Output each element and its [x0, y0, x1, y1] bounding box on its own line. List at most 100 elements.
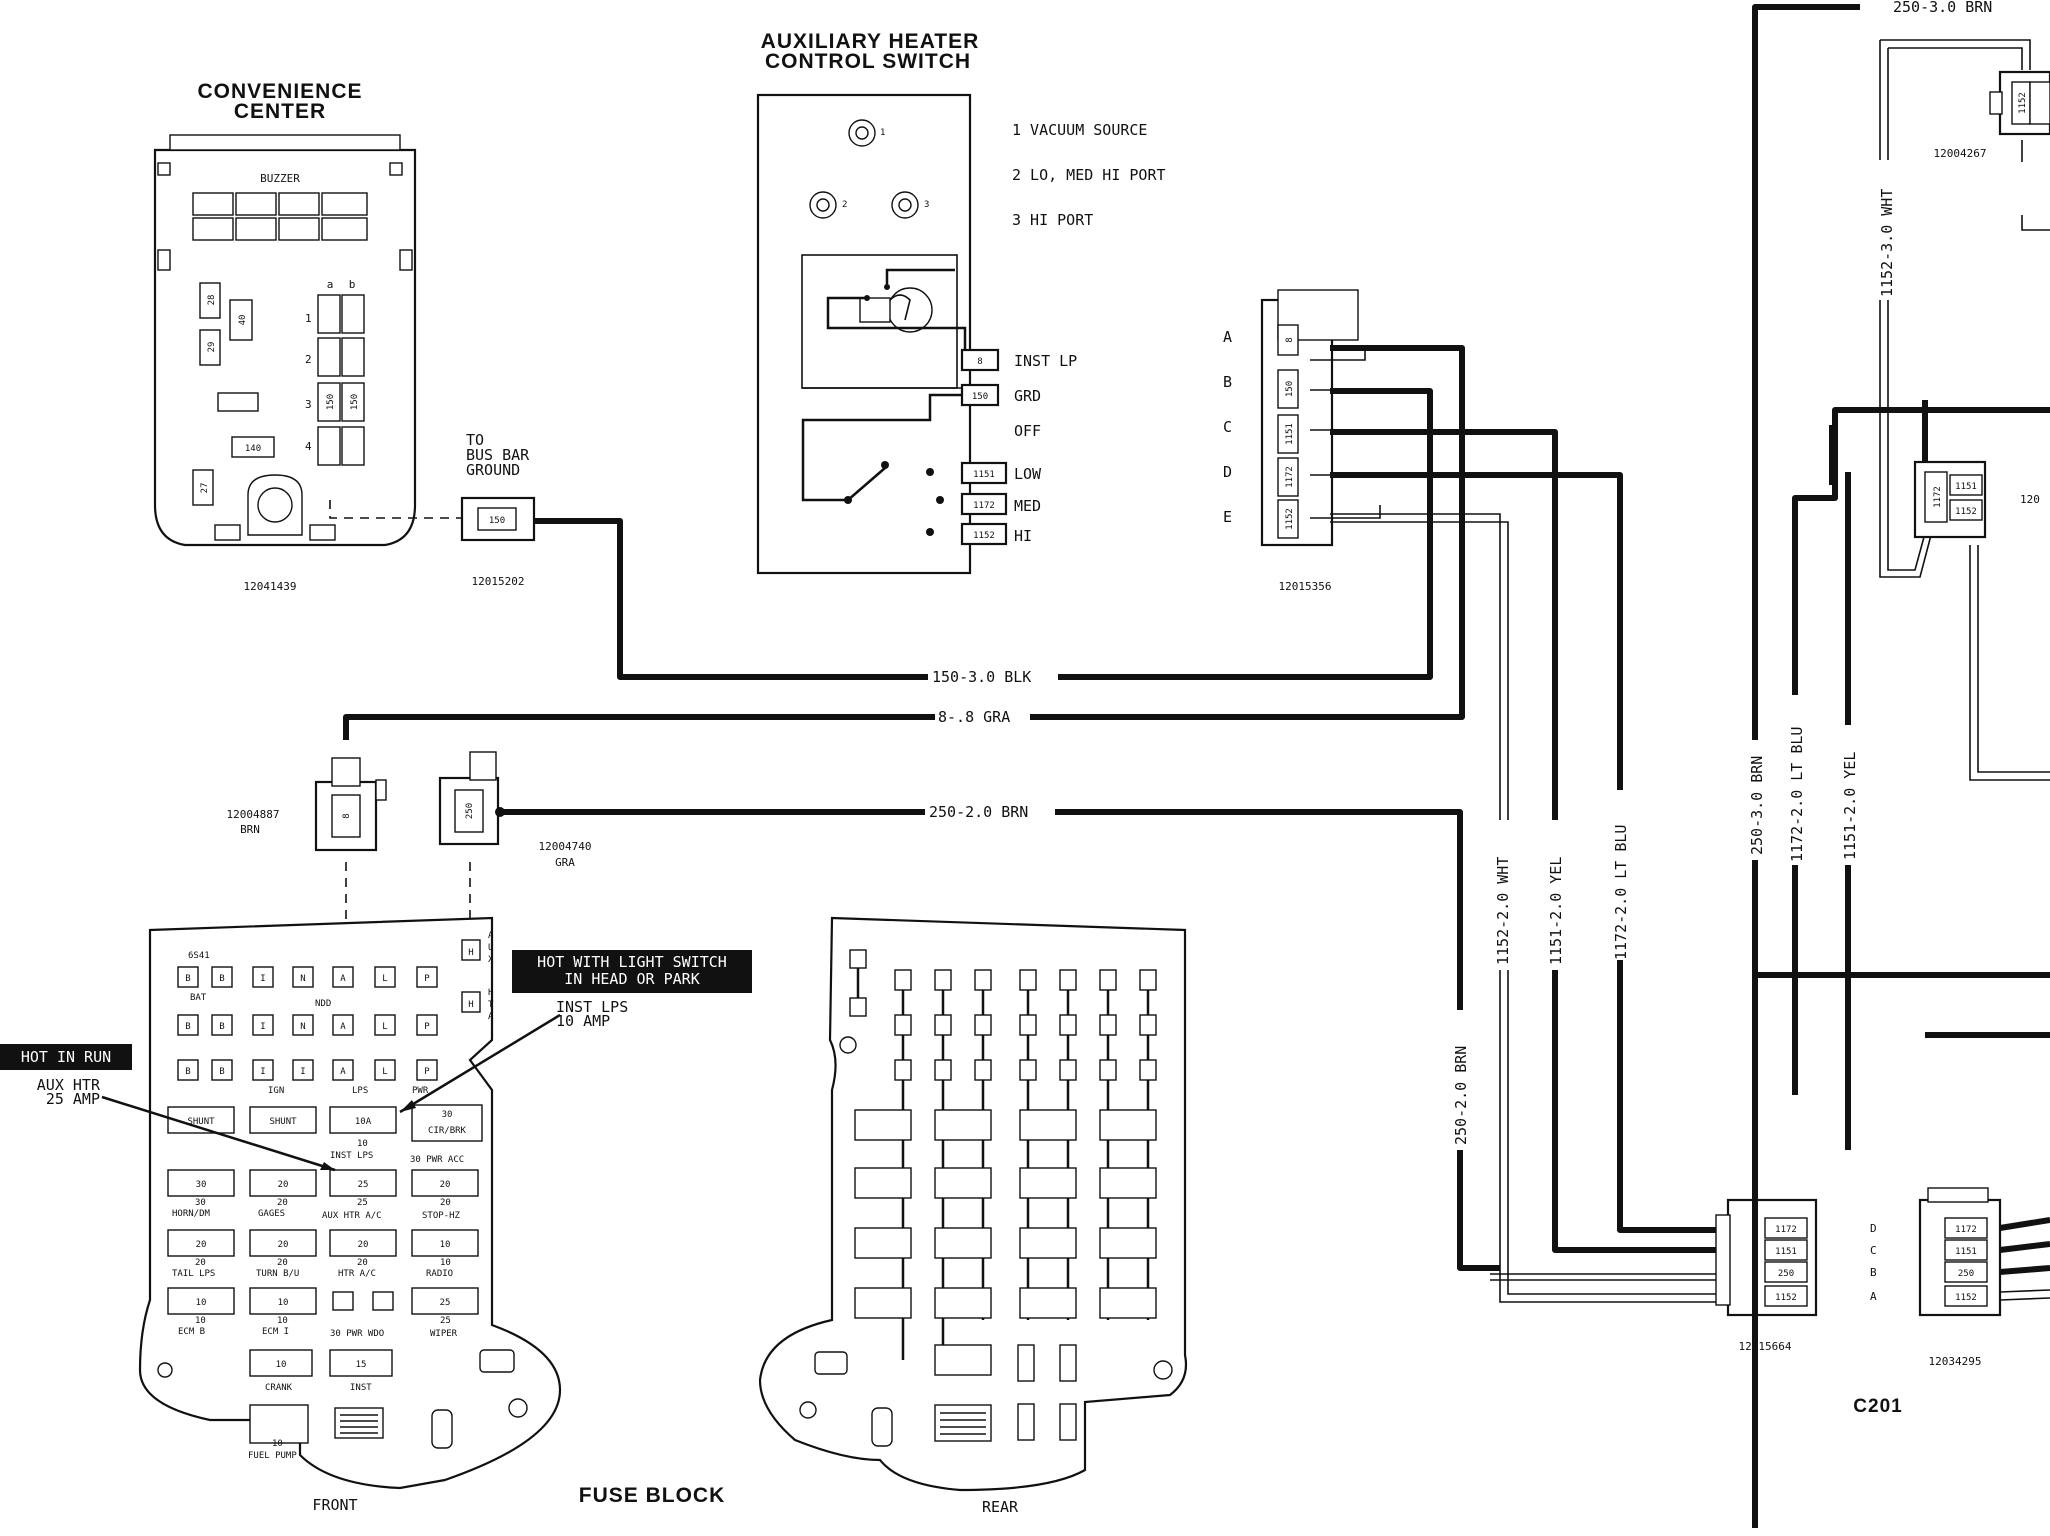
bus-bar-label-3: GROUND [466, 461, 520, 479]
fuse-block-front-outline [138, 916, 562, 1490]
terminal-row-1: B B I N A L P [177, 966, 438, 988]
row-1-label: 1 [305, 312, 312, 325]
lamp-wire [826, 296, 967, 360]
svg-text:20: 20 [440, 1198, 451, 1208]
svg-text:25: 25 [440, 1316, 451, 1326]
terminal-row-3: B B I I A L P [177, 1059, 438, 1081]
bus-bar-label-1: TO [466, 431, 484, 449]
wire-250-join [1490, 1273, 1720, 1281]
bus-bar-ground: TO BUS BAR GROUND 150 12015202 [460, 431, 536, 588]
pin-a-label: A [1223, 328, 1232, 346]
svg-text:A: A [340, 1022, 346, 1032]
terminal-off-label: OFF [1014, 422, 1041, 440]
svg-text:25: 25 [357, 1198, 368, 1208]
svg-text:P: P [424, 1022, 430, 1032]
relay-slot [871, 1407, 893, 1447]
svg-text:B: B [185, 1022, 190, 1032]
bottom-tab [309, 524, 336, 541]
pwr-label: PWR [412, 1086, 429, 1096]
buzzer-grid [192, 192, 368, 241]
label-wire-1152-3-wht: 1152-3.0 WHT [1878, 189, 1896, 297]
fuse-27 [192, 469, 214, 506]
convenience-center: CONVENIENCE CENTER BUZZER 28 40 29 a b 1… [153, 80, 470, 593]
hta-letter-column: H H T A [461, 988, 494, 1022]
port-2-label: 2 [842, 200, 847, 210]
connector-12015664-part-number: 12015664 [1739, 1340, 1792, 1353]
terminal-hi [960, 522, 1008, 546]
svg-text:SHUNT: SHUNT [269, 1117, 297, 1127]
bus-bar-circuit: 150 [489, 516, 505, 526]
svg-text:HORN/DM: HORN/DM [172, 1209, 211, 1219]
svg-text:20: 20 [277, 1258, 288, 1268]
wire-1152-wht [1330, 513, 1720, 1303]
svg-text:FUEL PUMP: FUEL PUMP [248, 1451, 297, 1461]
col-b-label: b [349, 278, 356, 291]
svg-text:10: 10 [440, 1240, 451, 1250]
pin-b-label: B [1223, 373, 1232, 391]
svg-text:20: 20 [195, 1258, 206, 1268]
lps-label: LPS [352, 1086, 368, 1096]
legend-hi-port: 3 HI PORT [1012, 211, 1093, 229]
aux-heater-switch: AUXILIARY HEATER CONTROL SWITCH 1 2 3 1 … [756, 30, 1166, 575]
svg-text:A: A [488, 931, 494, 941]
svg-text:STOP-HZ: STOP-HZ [422, 1211, 461, 1221]
mount-hole [157, 1362, 173, 1378]
buzzer-label: BUZZER [260, 172, 300, 185]
svg-text:10: 10 [357, 1139, 368, 1149]
svg-text:INST: INST [350, 1383, 372, 1393]
svg-text:1172: 1172 [1933, 486, 1943, 508]
callout-hot-in-run: HOT IN RUN AUX HTR 25 AMP [0, 1044, 336, 1172]
ndd-label: NDD [315, 999, 331, 1009]
svg-text:A: A [340, 974, 346, 984]
fuse-140 [231, 436, 275, 458]
relay-40 [229, 299, 253, 341]
label-wire-250-3-brn-top: 250-3.0 BRN [1893, 0, 1992, 16]
mount-hole [1153, 1360, 1173, 1380]
fuse-inst [329, 1349, 393, 1377]
fuse-block-rear: REAR [758, 916, 1188, 1516]
svg-text:INST LPS: INST LPS [330, 1151, 373, 1161]
label-wire-1152-wht: 1152-2.0 WHT [1494, 857, 1512, 965]
mount-tab [389, 162, 403, 176]
connector-12004267-part-number: 12004267 [1934, 147, 1987, 160]
connector-right-mid: 1172 1151 1152 120 [1913, 460, 2040, 539]
svg-text:TURN B/U: TURN B/U [256, 1269, 299, 1279]
pigtail-250-circuit: 250 [465, 803, 475, 819]
callout-inst-lps: INST LPS [556, 998, 628, 1016]
pigtail-8-part-number: 12004887 [227, 808, 280, 821]
terminal-low [960, 461, 1008, 485]
cavity-b-circuit: 150 [1285, 381, 1295, 397]
svg-text:L: L [382, 1067, 387, 1077]
svg-text:L: L [382, 1022, 387, 1032]
svg-text:X: X [488, 955, 494, 965]
terminal-low-circuit: 1151 [973, 470, 995, 480]
terminal-inst-lp-circuit: 8 [977, 357, 982, 367]
svg-text:30: 30 [196, 1180, 207, 1190]
svg-text:30 PWR ACC: 30 PWR ACC [410, 1155, 464, 1165]
connector-12015356-part-number: 12015356 [1279, 580, 1332, 593]
svg-text:HTR A/C: HTR A/C [338, 1269, 376, 1279]
label-wire-250-3-brn: 250-3.0 BRN [1748, 756, 1766, 855]
svg-text:10: 10 [277, 1316, 288, 1326]
aux-heater-title: AUXILIARY HEATER [761, 30, 980, 53]
svg-text:10: 10 [195, 1316, 206, 1326]
svg-text:1172: 1172 [1955, 1225, 1977, 1235]
svg-text:I: I [260, 1067, 265, 1077]
cavity-e-circuit: 1152 [1285, 508, 1295, 530]
relay-slot [814, 1351, 848, 1375]
svg-text:1172: 1172 [1775, 1225, 1797, 1235]
connector-12034295: D C B A 1172 1151 250 1152 12034295 [1870, 1187, 2050, 1368]
fuse-140-label: 140 [245, 444, 261, 454]
fuse-block-code: 6S41 [188, 951, 210, 961]
cavity-a-circuit: 8 [1285, 337, 1295, 342]
label-wire-1151-yel: 1151-2.0 YEL [1547, 857, 1565, 965]
svg-text:10: 10 [276, 1360, 287, 1370]
svg-text:20: 20 [277, 1198, 288, 1208]
svg-text:P: P [424, 1067, 430, 1077]
label-wire-1172-ltblu: 1172-2.0 LT BLU [1612, 825, 1630, 960]
wire-250-3-brn-trunk [1752, 4, 1870, 1528]
ign-label: IGN [268, 1086, 284, 1096]
svg-text:H: H [468, 1000, 473, 1010]
legend-lo-med-hi-port: 2 LO, MED HI PORT [1012, 166, 1166, 184]
svg-text:TAIL LPS: TAIL LPS [172, 1269, 215, 1279]
